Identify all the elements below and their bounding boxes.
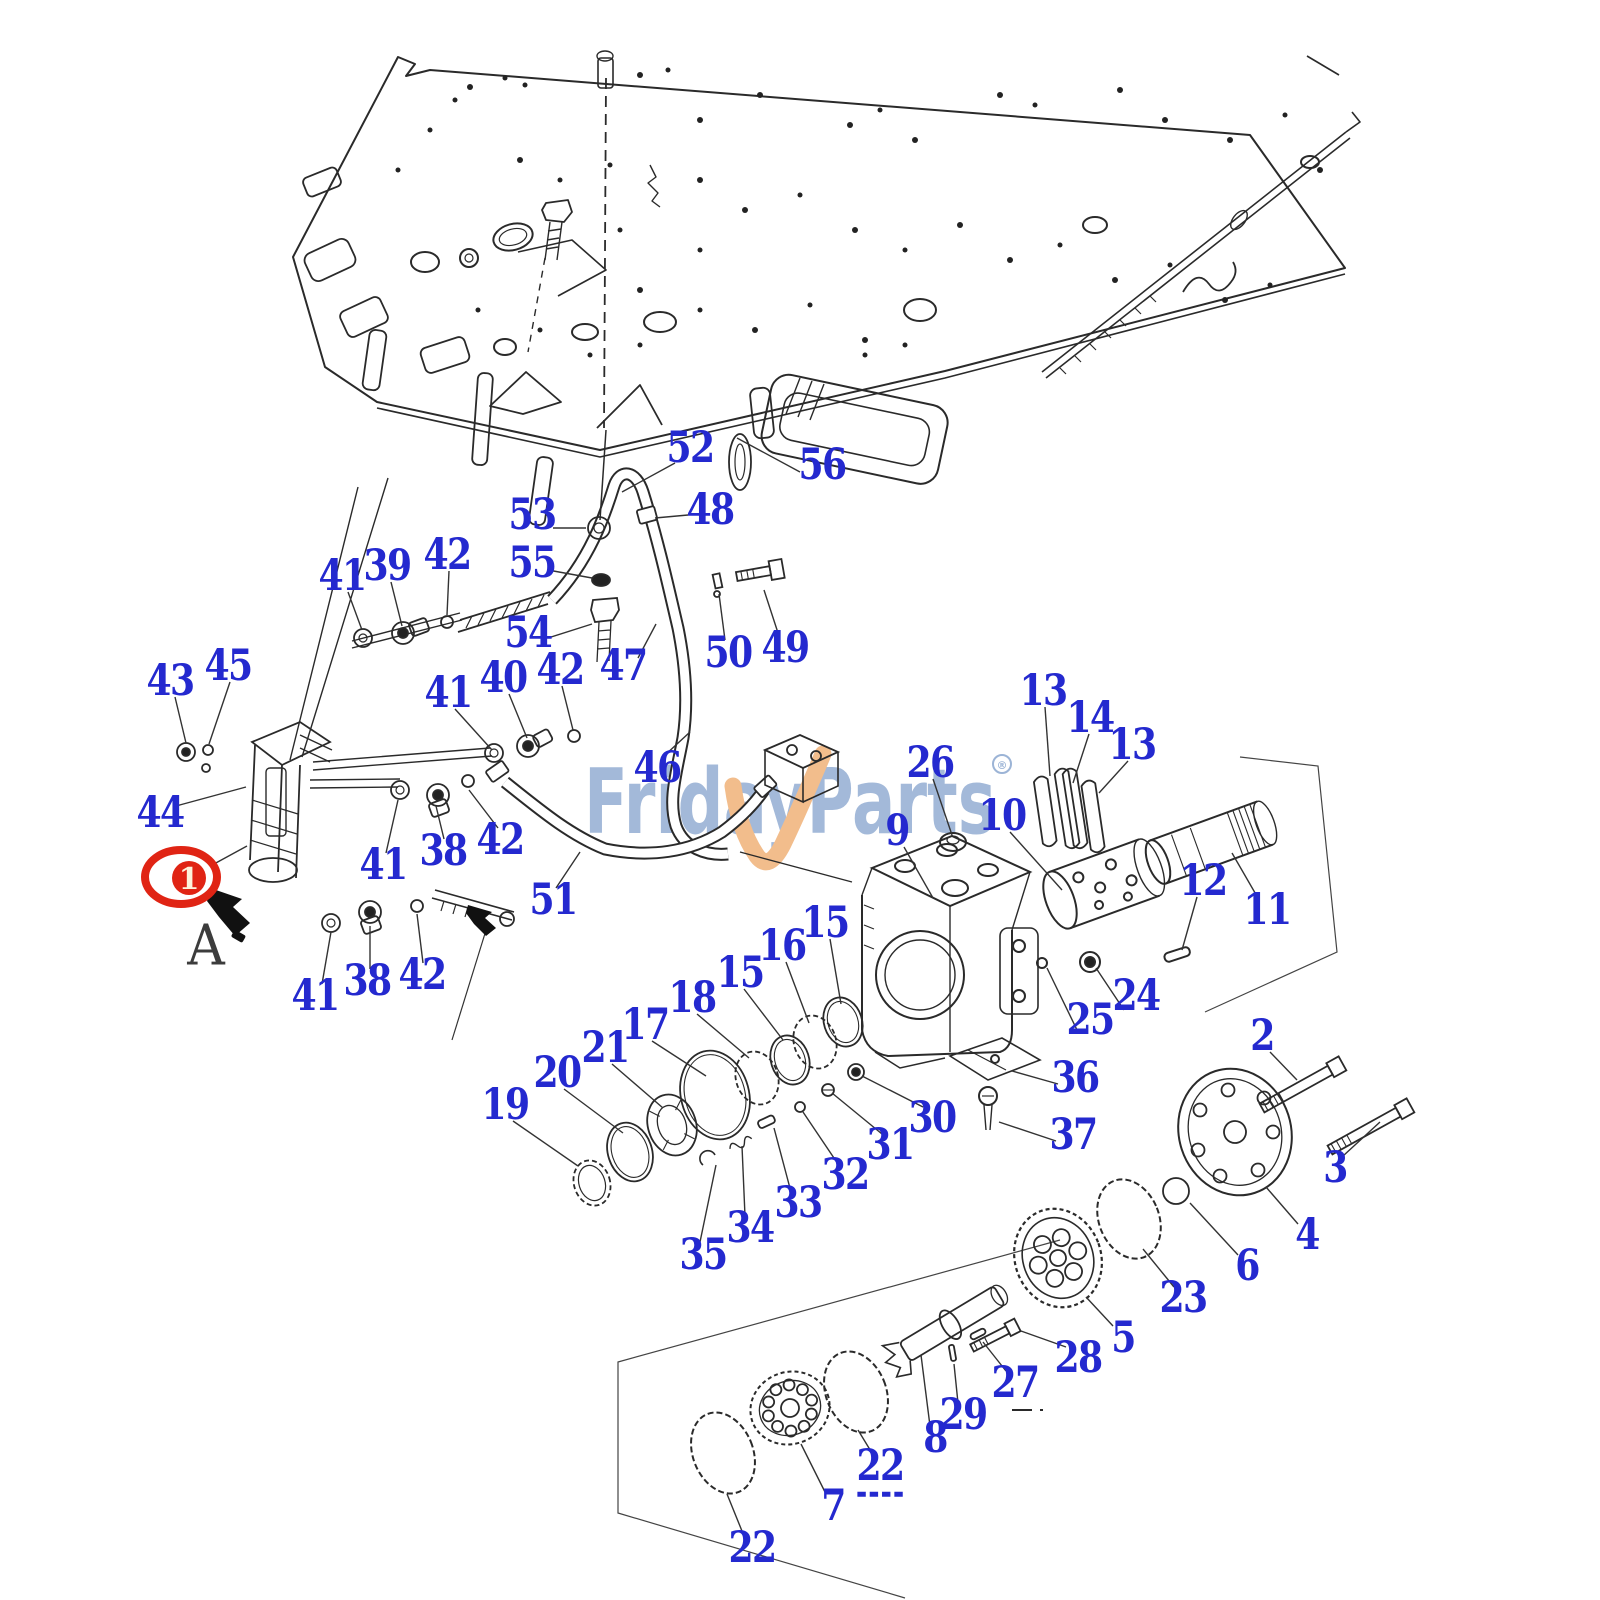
part-1-highlight: 1 xyxy=(141,846,221,908)
registered-mark-letter: ® xyxy=(997,759,1008,772)
steering-valve-drawing xyxy=(861,756,1338,1131)
view-label-a: A xyxy=(187,913,225,979)
part-1-number: 1 xyxy=(179,862,200,897)
view-arrow-a2-icon xyxy=(466,905,496,936)
detail-view-markers xyxy=(207,889,496,943)
hose-assembly-drawing xyxy=(321,429,853,935)
watermark: FridayParts ® xyxy=(584,745,1012,871)
filter-assembly-drawing xyxy=(176,477,493,883)
view-arrow-a-icon xyxy=(207,889,250,936)
floor-plate-drawing xyxy=(292,50,1361,526)
seal-stack-drawing xyxy=(572,996,865,1207)
plate-holes xyxy=(395,67,1323,358)
leader-lines xyxy=(174,437,1381,1537)
gerotor-drawing xyxy=(617,1055,1416,1599)
registered-mark-icon xyxy=(992,754,1012,774)
